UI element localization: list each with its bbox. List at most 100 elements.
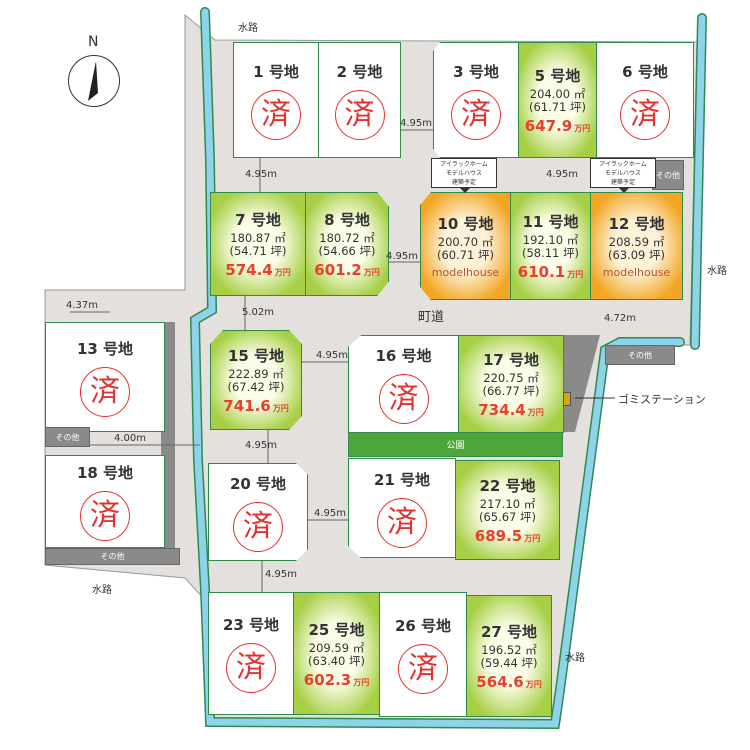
price-unit: 万円 <box>274 268 291 277</box>
lot-23[interactable]: 23 号地済 <box>208 592 294 715</box>
road-width: 4.95m <box>265 569 298 580</box>
price-unit: 万円 <box>525 680 542 689</box>
road-width: 4.72m <box>604 313 637 324</box>
lot-6[interactable]: 6 号地済 <box>596 42 694 158</box>
other-area: その他 <box>605 345 675 365</box>
price-value: 564.6 <box>476 673 524 691</box>
road-width: 4.00m <box>114 433 147 444</box>
callout-line: モデルハウス <box>445 170 482 177</box>
lot-title: 18 号地 <box>76 464 134 482</box>
lot-tsubo: (59.44 坪) <box>480 656 538 670</box>
lot-18[interactable]: 18 号地済 <box>45 455 165 548</box>
lot-tsubo: (58.11 坪) <box>521 246 580 260</box>
lot-tsubo: (65.67 坪) <box>478 510 537 524</box>
price-value: 741.6 <box>223 397 271 415</box>
sold-stamp-icon: 済 <box>80 491 130 541</box>
garbage-station-label: ゴミステーション <box>618 393 706 406</box>
lot-tsubo: (63.09 坪) <box>607 248 666 262</box>
price-unit: 万円 <box>524 534 541 543</box>
lot-title: 12 号地 <box>608 215 665 233</box>
lot-2[interactable]: 2 号地済 <box>318 42 401 158</box>
sold-stamp-icon: 済 <box>334 89 385 140</box>
compass-needle-icon <box>88 61 98 101</box>
north-arrow: N <box>68 34 120 107</box>
sold-stamp-icon: 済 <box>451 89 501 140</box>
lot-title: 10 号地 <box>437 215 494 233</box>
price-unit: 万円 <box>574 124 591 133</box>
lot-note: modelhouse <box>431 266 500 279</box>
price-value: 574.4 <box>225 261 273 279</box>
sold-stamp-icon: 済 <box>251 89 301 140</box>
other-strip <box>563 335 600 432</box>
lot-tsubo: (67.42 坪) <box>227 380 285 394</box>
waterway-label: 水路 <box>707 266 727 277</box>
price-unit: 万円 <box>353 677 370 687</box>
price-value: 647.9 <box>524 117 573 135</box>
lot-13[interactable]: 13 号地済 <box>45 322 165 432</box>
lot-title: 26 号地 <box>394 617 452 635</box>
sold-stamp-icon: 済 <box>80 366 130 417</box>
lot-tsubo: (63.40 坪) <box>307 653 366 668</box>
town-road-label: 町道 <box>418 310 445 325</box>
lot-area: 180.87 ㎡ <box>230 231 286 245</box>
north-label: N <box>88 34 99 50</box>
lot-title: 27 号地 <box>480 623 538 641</box>
lot-10[interactable]: 10 号地 200.70 ㎡(60.71 坪) modelhouse <box>420 192 511 300</box>
price-value: 610.1 <box>517 263 566 281</box>
lot-area: 192.10 ㎡ <box>522 233 579 247</box>
price-unit: 万円 <box>527 408 544 417</box>
other-area: その他 <box>45 427 90 447</box>
price-unit: 万円 <box>272 404 289 413</box>
lot-area: 180.72 ㎡ <box>319 231 375 245</box>
road-width: 5.02m <box>242 307 275 318</box>
lot-1[interactable]: 1 号地済 <box>233 42 319 158</box>
sold-stamp-icon: 済 <box>378 373 429 424</box>
lot-note: modelhouse <box>602 266 671 279</box>
lot-area: 200.70 ㎡ <box>437 235 494 249</box>
road-width: 4.95m <box>245 169 278 180</box>
price-value: 602.3 <box>303 670 352 689</box>
lot-area: 209.59 ㎡ <box>308 640 365 655</box>
lot-20[interactable]: 20 号地済 <box>208 463 308 561</box>
lot-tsubo: (66.77 坪) <box>482 384 540 398</box>
waterway-label: 水路 <box>92 585 112 596</box>
road-width: 4.95m <box>245 440 278 451</box>
road-width: 4.95m <box>400 118 433 129</box>
road-width: 4.95m <box>386 251 419 262</box>
road-width: 4.95m <box>316 350 349 361</box>
lot-3[interactable]: 3 号地済 <box>433 42 519 158</box>
lot-tsubo: (60.71 坪) <box>436 248 495 262</box>
lot-21[interactable]: 21 号地済 <box>348 458 456 558</box>
lot-area: 204.00 ㎡ <box>529 87 586 101</box>
lot-title: 8 号地 <box>324 211 370 229</box>
lot-tsubo: (61.71 坪) <box>528 100 587 114</box>
lot-title: 2 号地 <box>336 62 383 81</box>
lot-title: 5 号地 <box>534 67 581 85</box>
garbage-station-marker <box>563 392 571 406</box>
lot-title: 11 号地 <box>522 213 579 231</box>
lot-26[interactable]: 26 号地済 <box>379 592 467 717</box>
waterway-label: 水路 <box>565 653 585 664</box>
lot-tsubo: (54.66 坪) <box>318 244 376 258</box>
lot-16[interactable]: 16 号地済 <box>348 335 459 433</box>
sold-stamp-icon: 済 <box>233 501 283 552</box>
lot-area: 196.52 ㎡ <box>481 643 537 657</box>
model-house-callout: アイラックホームモデルハウス建築予定 <box>590 158 656 193</box>
callout-line: アイラックホーム <box>599 161 647 168</box>
